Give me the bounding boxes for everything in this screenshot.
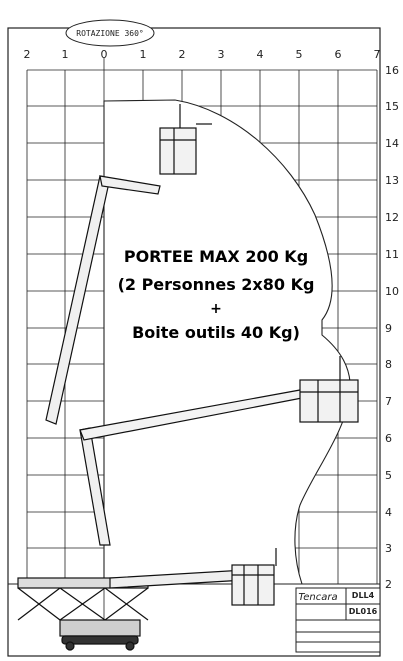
top-axis-label: 1 <box>140 48 147 61</box>
right-axis-label: 9 <box>385 322 392 335</box>
right-axis-label: 16 <box>385 64 399 77</box>
footer-brand: Tencara <box>298 592 337 603</box>
boom-low <box>109 548 277 606</box>
top-axis-label: 0 <box>101 48 108 61</box>
right-axis-label: 3 <box>385 542 392 555</box>
right-axis-label: 13 <box>385 174 399 187</box>
top-axis: 2 1 0 1 2 3 4 5 6 7 <box>24 48 381 61</box>
rotation-label-ellipse <box>65 19 155 47</box>
footer-model-top: DLL4 <box>352 591 375 600</box>
working-envelope <box>103 99 351 585</box>
top-axis-label: 2 <box>24 48 31 61</box>
right-axis: 16 15 14 13 12 11 10 9 8 7 6 5 4 3 2 <box>385 64 399 591</box>
caption-line-3: + <box>210 301 222 317</box>
right-axis-label: 10 <box>385 285 399 298</box>
capacity-caption: PORTEE MAX 200 Kg (2 Personnes 2x80 Kg +… <box>118 247 315 342</box>
boom-outreach <box>79 356 359 546</box>
caption-line-1: PORTEE MAX 200 Kg <box>124 247 308 266</box>
outer-frame <box>7 27 381 657</box>
boom-height <box>45 104 212 425</box>
caption-line-2: (2 Personnes 2x80 Kg <box>118 275 315 294</box>
right-axis-label: 2 <box>385 578 392 591</box>
right-axis-label: 7 <box>385 395 392 408</box>
top-axis-label: 6 <box>335 48 342 61</box>
right-axis-label: 15 <box>385 100 399 113</box>
right-axis-label: 6 <box>385 432 392 445</box>
top-axis-label: 7 <box>374 48 381 61</box>
rotation-label: ROTAZIONE 360° <box>76 29 143 38</box>
top-axis-label: 1 <box>62 48 69 61</box>
title-block <box>295 587 381 653</box>
right-axis-label: 12 <box>385 211 399 224</box>
rotation-label-group: ROTAZIONE 360° <box>65 19 155 47</box>
right-axis-label: 5 <box>385 469 392 482</box>
top-axis-label: 5 <box>296 48 303 61</box>
right-axis-label: 11 <box>385 248 399 261</box>
right-axis-label: 8 <box>385 358 392 371</box>
top-axis-label: 4 <box>257 48 264 61</box>
right-axis-label: 4 <box>385 506 392 519</box>
right-axis-label: 14 <box>385 137 399 150</box>
top-axis-label: 2 <box>179 48 186 61</box>
footer-model-bottom: DL016 <box>349 607 378 616</box>
top-axis-label: 3 <box>218 48 225 61</box>
machine-base <box>17 577 149 651</box>
caption-line-4: Boite outils 40 Kg) <box>132 323 300 342</box>
